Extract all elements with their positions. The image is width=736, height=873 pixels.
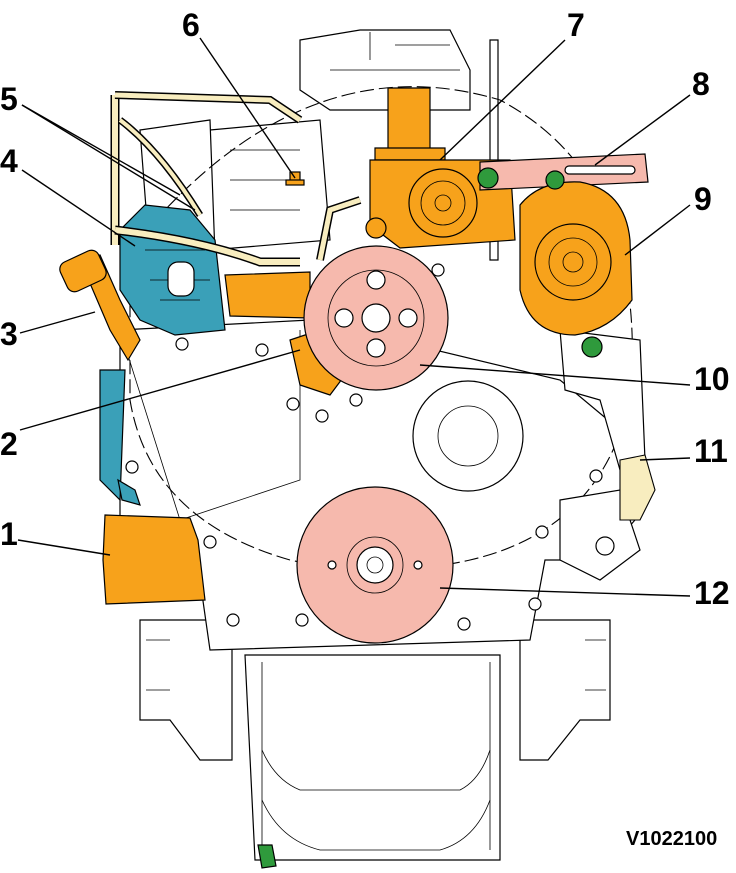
sensor-bracket — [619, 454, 656, 521]
leader-lines — [17, 37, 691, 597]
callout-5: 5 — [0, 81, 18, 117]
callout-11: 11 — [694, 433, 728, 469]
cover-bolts — [125, 263, 632, 631]
oil-pan — [244, 654, 501, 869]
oil-filter — [102, 514, 206, 605]
alternator — [519, 181, 633, 336]
callout-7: 7 — [567, 7, 585, 43]
callout-12: 12 — [694, 575, 730, 611]
callout-2: 2 — [0, 426, 18, 462]
callout-9: 9 — [694, 181, 712, 217]
callout-3: 3 — [0, 316, 18, 352]
callout-1: 1 — [0, 516, 18, 552]
crankshaft-pulley — [296, 486, 454, 644]
drive-belt — [129, 86, 633, 571]
callout-6: 6 — [182, 7, 200, 43]
figure-reference-code: V1022100 — [626, 828, 717, 850]
callout-10: 10 — [694, 361, 730, 397]
tension-bolts — [477, 167, 603, 358]
timing-cover — [119, 319, 636, 651]
callout-4: 4 — [0, 143, 18, 179]
fan-pulley — [303, 245, 449, 391]
callout-labels: 1 2 3 4 5 6 7 8 9 10 11 12 — [0, 7, 730, 611]
coolant-pipe — [224, 271, 311, 319]
oil-filler-tube — [59, 249, 141, 362]
fuel-lines — [110, 91, 362, 267]
callout-8: 8 — [692, 66, 710, 102]
